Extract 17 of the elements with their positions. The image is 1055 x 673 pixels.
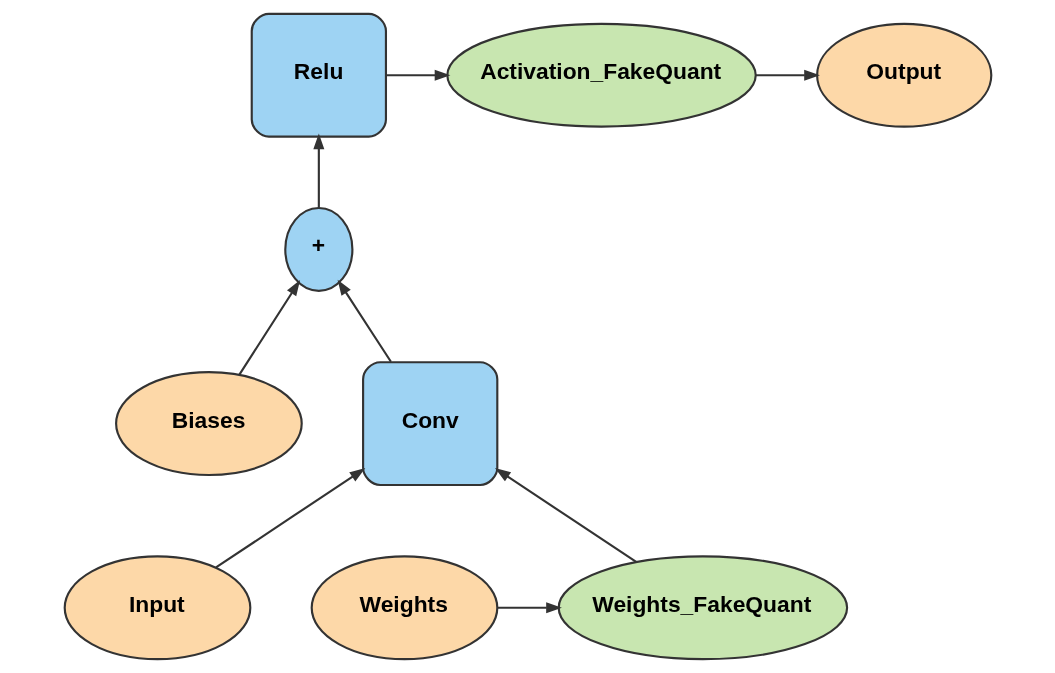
arrow (237, 280, 300, 376)
arrow (385, 69, 450, 81)
node-ellipse: Output (815, 22, 992, 128)
arrow (755, 69, 820, 81)
arrow (312, 133, 324, 208)
node-ellipse: Weights_FakeQuant (557, 555, 848, 661)
node-ellipse: Biases (114, 371, 303, 477)
arrow (494, 468, 637, 563)
node-ellipse: + (283, 206, 353, 292)
node-box: Relu (250, 12, 387, 138)
arrow (337, 279, 392, 363)
node-box: Conv (361, 361, 498, 487)
node-ellipse: Weights (310, 555, 498, 661)
node-ellipse: Input (63, 555, 251, 661)
node-ellipse: Activation_FakeQuant (445, 22, 757, 128)
arrow (214, 468, 365, 569)
arrow (497, 602, 562, 614)
